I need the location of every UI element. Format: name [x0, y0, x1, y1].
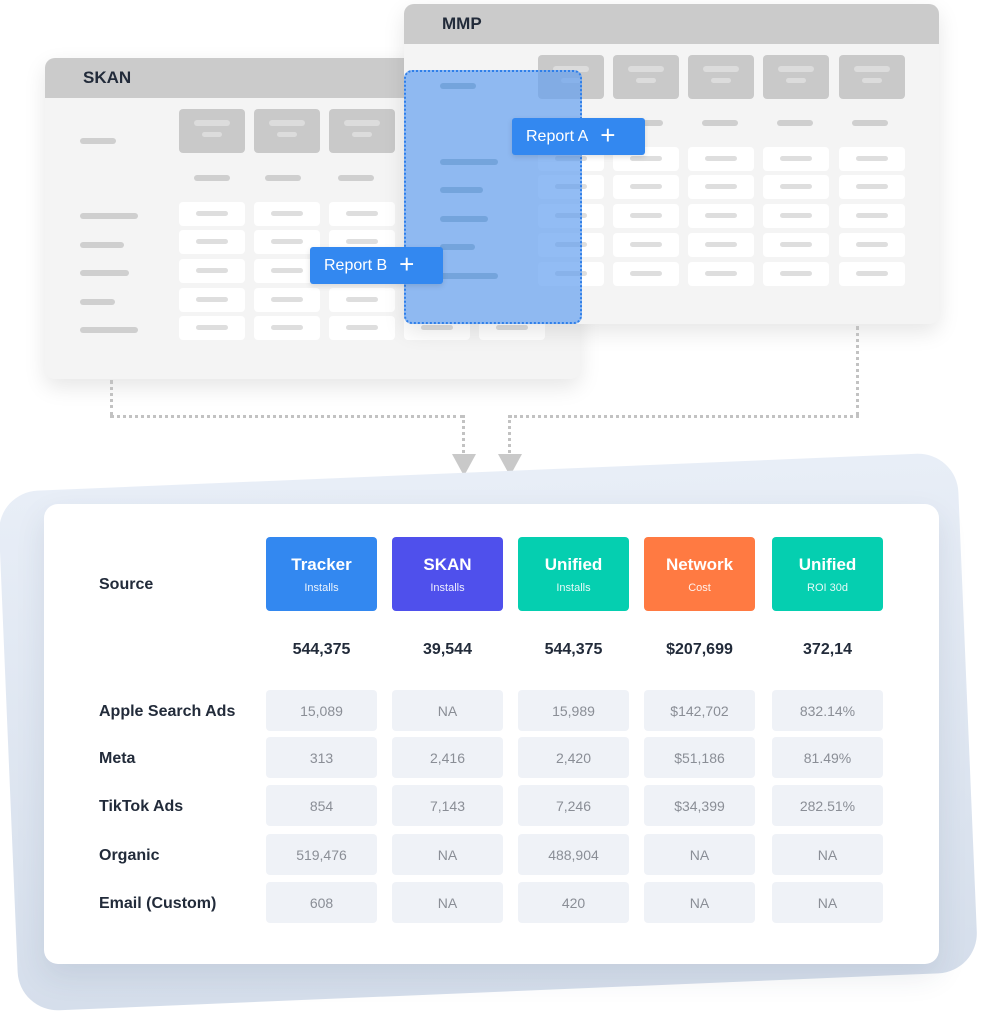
- row-source-label: Email (Custom): [99, 895, 217, 912]
- table-cell: NA: [772, 882, 883, 923]
- mmp-window: MMP: [404, 4, 939, 324]
- total-tracker-installs: 544,375: [292, 641, 351, 658]
- table-cell: 854: [266, 785, 377, 826]
- table-cell: 420: [518, 882, 629, 923]
- table-cell: NA: [392, 882, 503, 923]
- row-source-label: Apple Search Ads: [99, 703, 236, 720]
- column-header-unified-roi[interactable]: Unified ROI 30d: [772, 537, 883, 611]
- table-cell: 608: [266, 882, 377, 923]
- table-cell: 313: [266, 737, 377, 778]
- total-unified-roi: 372,14: [803, 641, 852, 658]
- plus-icon: +: [399, 249, 415, 279]
- table-cell: NA: [644, 834, 755, 875]
- plus-icon: +: [600, 120, 616, 150]
- table-cell: $34,399: [644, 785, 755, 826]
- column-selection-overlay[interactable]: [404, 70, 582, 324]
- table-cell: $142,702: [644, 690, 755, 731]
- row-source-label: TikTok Ads: [99, 798, 184, 815]
- report-b-label: Report B: [324, 256, 388, 274]
- table-cell: 832.14%: [772, 690, 883, 731]
- table-cell: 519,476: [266, 834, 377, 875]
- table-cell: 81.49%: [772, 737, 883, 778]
- row-source-label: Organic: [99, 847, 160, 864]
- unified-report-card: Source Tracker Installs SKAN Installs Un…: [44, 504, 939, 964]
- table-cell: NA: [644, 882, 755, 923]
- column-header-network-cost[interactable]: Network Cost: [644, 537, 755, 611]
- source-column-header: Source: [99, 576, 154, 593]
- table-cell: NA: [772, 834, 883, 875]
- table-cell: 7,143: [392, 785, 503, 826]
- mmp-window-title: MMP: [404, 4, 939, 44]
- table-cell: 15,089: [266, 690, 377, 731]
- table-cell: 282.51%: [772, 785, 883, 826]
- total-unified-installs: 544,375: [544, 641, 603, 658]
- table-cell: $51,186: [644, 737, 755, 778]
- total-skan-installs: 39,544: [423, 641, 472, 658]
- table-cell: 7,246: [518, 785, 629, 826]
- table-cell: NA: [392, 690, 503, 731]
- table-cell: 488,904: [518, 834, 629, 875]
- report-a-button[interactable]: Report A +: [512, 118, 645, 155]
- arrow-down-icon: [452, 454, 476, 476]
- total-network-cost: $207,699: [666, 641, 733, 658]
- report-b-button[interactable]: Report B +: [310, 247, 443, 284]
- row-source-label: Meta: [99, 750, 136, 767]
- column-header-skan-installs[interactable]: SKAN Installs: [392, 537, 503, 611]
- column-header-unified-installs[interactable]: Unified Installs: [518, 537, 629, 611]
- column-header-tracker-installs[interactable]: Tracker Installs: [266, 537, 377, 611]
- report-a-label: Report A: [526, 127, 589, 145]
- table-cell: 15,989: [518, 690, 629, 731]
- table-cell: 2,420: [518, 737, 629, 778]
- table-cell: 2,416: [392, 737, 503, 778]
- table-cell: NA: [392, 834, 503, 875]
